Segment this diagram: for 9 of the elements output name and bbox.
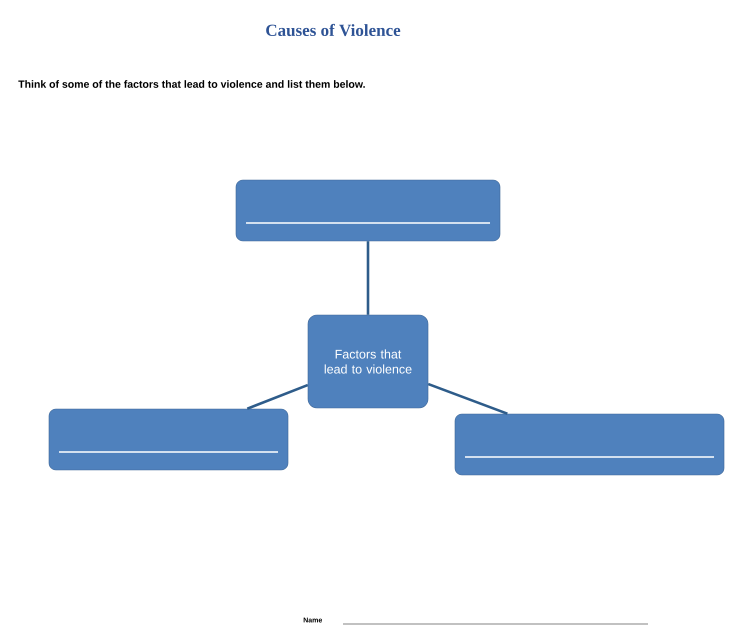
- factor-box: Factors that lead to violence: [308, 314, 428, 408]
- answer-box: [236, 180, 500, 242]
- title: Causes of Violence: [266, 24, 400, 36]
- instruction-text: Think of some of the factors that lead to violence and list them below.: [18, 80, 365, 88]
- connector-line: [428, 382, 508, 415]
- connector-line: [366, 241, 370, 315]
- answer-box: [48, 408, 288, 470]
- answer-box: [454, 414, 724, 476]
- connector-line: [246, 384, 308, 410]
